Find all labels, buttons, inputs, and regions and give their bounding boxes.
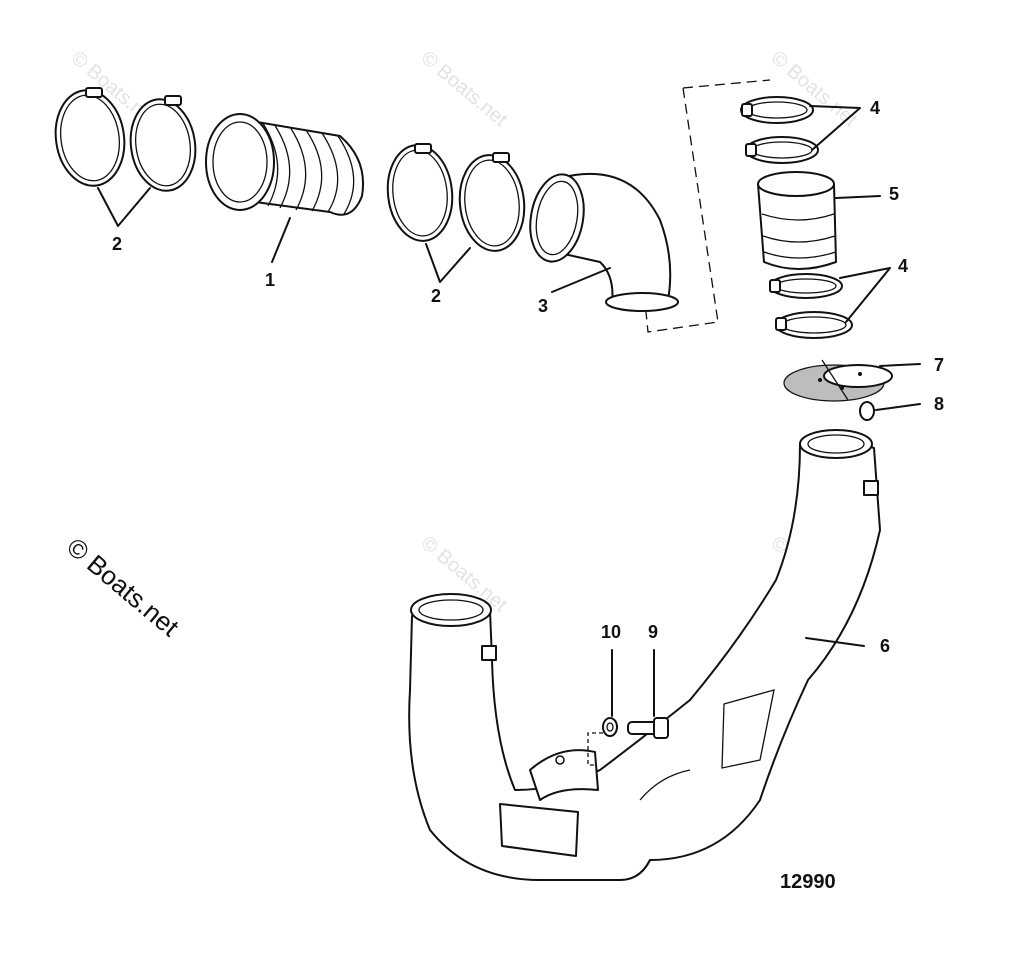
callout-8: 8	[934, 394, 944, 414]
exhaust-elbow	[529, 172, 679, 312]
hose-clamp-kit-lower-1	[769, 273, 843, 299]
nut	[859, 401, 875, 421]
hose-clamp-kit-upper-2	[745, 136, 819, 164]
exhaust-bellows	[205, 113, 364, 216]
callout-9: 9	[648, 622, 658, 642]
hose-clamp-left-2	[129, 95, 197, 192]
hose-clamp-middle-1	[386, 143, 454, 242]
flapper-valve	[783, 359, 893, 402]
leader-lines	[97, 105, 921, 766]
watermark-2: © Boats.net	[417, 47, 512, 131]
kit-bracket	[645, 79, 771, 333]
exhaust-pipe-assembly	[408, 429, 881, 881]
callout-2-middle: 2	[431, 286, 441, 306]
exhaust-hose	[757, 171, 837, 270]
callout-7: 7	[934, 355, 944, 375]
callout-6: 6	[880, 636, 890, 656]
callout-5: 5	[889, 184, 899, 204]
figure-number: 12990	[780, 871, 836, 893]
washer	[602, 717, 618, 737]
callout-10: 10	[601, 622, 621, 642]
callout-labels: 2 1 2 3 4 5 4 7 8 6 10 9	[112, 98, 944, 656]
bolt	[627, 717, 669, 739]
hose-clamp-kit-upper-1	[740, 96, 814, 124]
callout-2-left: 2	[112, 234, 122, 254]
hose-clamp-middle-2	[458, 152, 526, 252]
callout-3: 3	[538, 296, 548, 316]
hose-clamp-kit-lower-2	[775, 311, 853, 339]
callout-4-upper: 4	[870, 98, 880, 118]
watermark-main: © Boats.net	[61, 532, 185, 643]
callout-4-lower: 4	[898, 256, 908, 276]
callout-1: 1	[265, 270, 275, 290]
hose-clamp-left-1	[54, 87, 126, 187]
